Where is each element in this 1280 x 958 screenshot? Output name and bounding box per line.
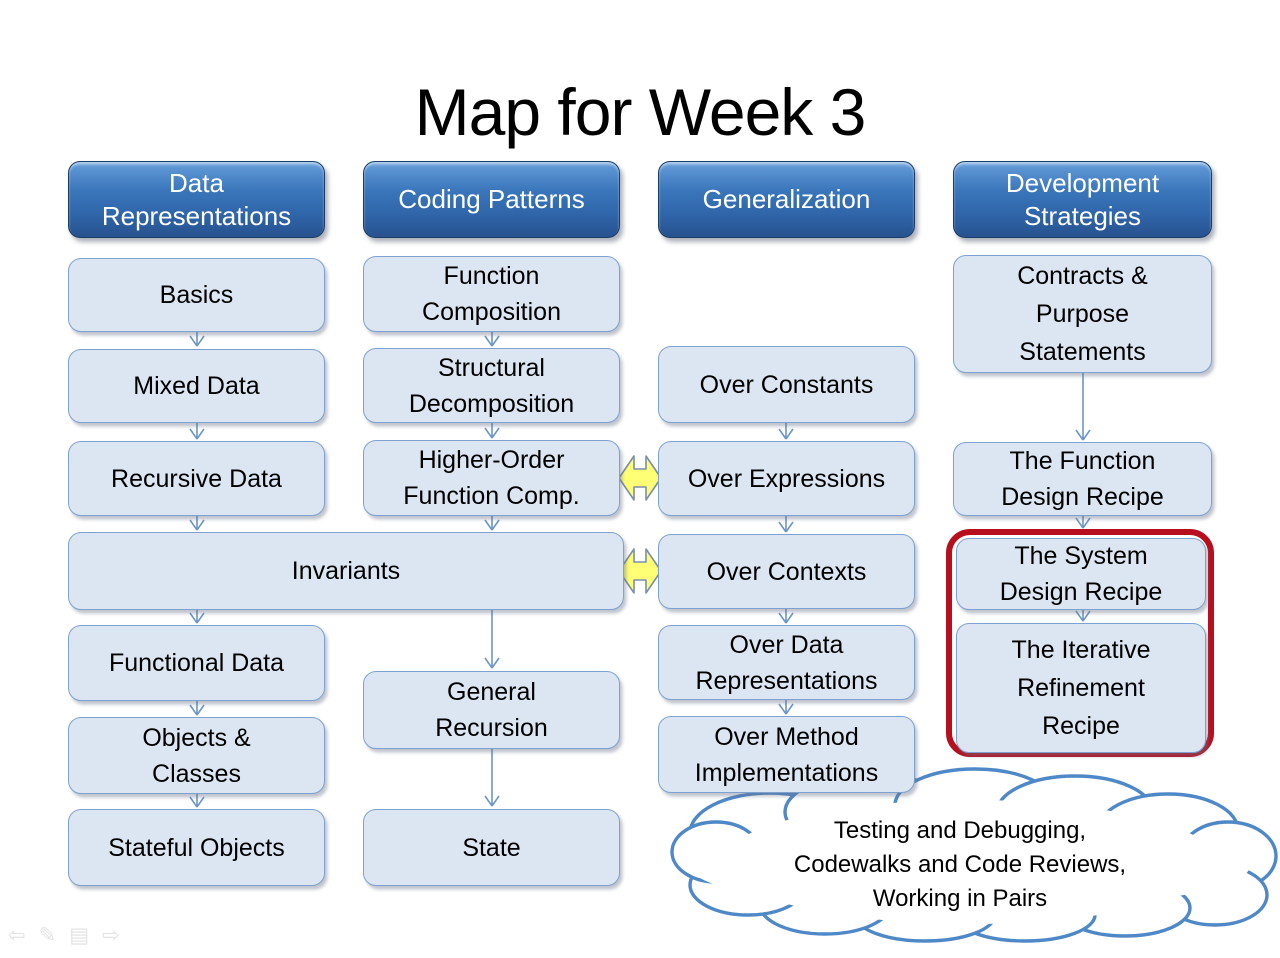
box-structural-decomposition-label: Structural Decomposition [408, 353, 575, 418]
arrow-functional-to-objects-icon [189, 701, 205, 716]
header-development-strategies-label: Development Strategies [1005, 167, 1160, 231]
box-basics-label: Basics [159, 281, 234, 309]
header-generalization-label: Generalization [702, 184, 871, 214]
arrow-recursive-to-invariants-icon [189, 516, 205, 531]
box-objects-classes-label: Objects & Classes [142, 723, 251, 788]
cloud-text: Testing and Debugging, Codewalks and Cod… [793, 817, 1127, 912]
box-stateful-objects-label: Stateful Objects [108, 833, 285, 862]
arrow-objects-to-stateful-icon [189, 793, 205, 808]
forward-icon[interactable]: ⇨ [102, 924, 120, 947]
highlight-red-group [946, 529, 1214, 757]
box-contracts-purpose-statements-label: Contracts & Purpose Statements [1017, 262, 1148, 366]
box-recursive-data: Recursive Data [68, 441, 325, 516]
arrow-contexts-to-overdata-icon [778, 608, 794, 624]
box-over-expressions: Over Expressions [658, 441, 915, 516]
arrow-mixed-to-recursive-icon [189, 422, 205, 440]
header-generalization: Generalization [658, 161, 915, 238]
box-mixed-data-label: Mixed Data [133, 372, 260, 400]
box-invariants: Invariants [68, 532, 624, 610]
box-over-data-representations-label: Over Data Representations [695, 630, 878, 695]
arrow-constants-to-expressions-icon [778, 422, 794, 440]
double-arrow-higherorder-overexpressions-icon [618, 455, 662, 501]
header-data-representations-label: Data Representations [101, 167, 292, 231]
arrow-basics-to-mixed-data-icon [189, 331, 205, 347]
pen-icon[interactable]: ✎ [38, 924, 57, 947]
box-over-constants-label: Over Constants [699, 370, 874, 399]
box-over-method-implementations: Over Method Implementations [658, 716, 915, 793]
box-over-method-implementations-label: Over Method Implementations [694, 722, 879, 787]
box-over-data-representations: Over Data Representations [658, 625, 915, 700]
box-contracts-purpose-statements: Contracts & Purpose Statements [953, 255, 1212, 373]
box-mixed-data: Mixed Data [68, 349, 325, 423]
box-higher-order-function-comp: Higher-Order Function Comp. [363, 440, 620, 516]
arrow-overdata-to-overmethod-icon [778, 699, 794, 715]
box-over-contexts: Over Contexts [658, 534, 915, 609]
box-stateful-objects: Stateful Objects [68, 809, 325, 886]
box-recursive-data-label: Recursive Data [111, 464, 282, 493]
arrow-funcdesign-to-systemdesign-icon [1075, 515, 1091, 529]
box-general-recursion-label: General Recursion [435, 678, 548, 742]
box-structural-decomposition: Structural Decomposition [363, 348, 620, 423]
arrow-generalrecursion-to-state-icon [484, 749, 500, 807]
presentation-controls: ⇦ ✎ ▤ ⇨ [8, 924, 120, 948]
arrow-structural-to-higherorder-icon [484, 422, 500, 439]
box-basics: Basics [68, 258, 325, 332]
box-iterative-refinement-recipe: The Iterative Refinement Recipe [956, 623, 1206, 753]
arrow-contracts-to-funcdesign-icon [1075, 372, 1091, 441]
box-over-expressions-label: Over Expressions [687, 464, 886, 493]
box-over-contexts-label: Over Contexts [706, 557, 867, 586]
slide-title: Map for Week 3 [414, 75, 867, 149]
arrow-expressions-to-contexts-icon [778, 515, 794, 533]
box-system-design-recipe-label: The System Design Recipe [999, 542, 1163, 606]
box-iterative-refinement-recipe-label: The Iterative Refinement Recipe [1011, 636, 1151, 740]
double-arrow-invariants-overcontexts-icon [618, 548, 662, 594]
box-function-design-recipe: The Function Design Recipe [953, 442, 1212, 516]
box-function-composition: Function Composition [363, 256, 620, 332]
box-state-label: State [462, 833, 521, 862]
box-function-design-recipe-label: The Function Design Recipe [1001, 447, 1164, 511]
box-state: State [363, 809, 620, 886]
header-coding-patterns: Coding Patterns [363, 161, 620, 238]
box-general-recursion: General Recursion [363, 671, 620, 749]
box-objects-classes: Objects & Classes [68, 717, 325, 794]
header-data-representations: Data Representations [68, 161, 325, 238]
box-functional-data: Functional Data [68, 625, 325, 701]
box-system-design-recipe: The System Design Recipe [956, 538, 1206, 610]
header-development-strategies: Development Strategies [953, 161, 1212, 238]
box-over-constants: Over Constants [658, 346, 915, 423]
arrow-funccomp-to-structural-icon [484, 331, 500, 347]
box-function-composition-label: Function Composition [422, 262, 561, 326]
back-icon[interactable]: ⇦ [8, 924, 26, 947]
arrow-invariants-to-functional-icon [189, 610, 205, 624]
box-functional-data-label: Functional Data [108, 649, 285, 677]
slides-icon[interactable]: ▤ [69, 924, 90, 947]
header-coding-patterns-label: Coding Patterns [398, 184, 585, 214]
box-invariants-label: Invariants [291, 557, 401, 585]
box-higher-order-function-comp-label: Higher-Order Function Comp. [403, 446, 580, 510]
arrow-invariants-to-generalrecursion-icon [484, 610, 500, 669]
arrow-higherorder-to-invariants-icon [484, 515, 500, 531]
